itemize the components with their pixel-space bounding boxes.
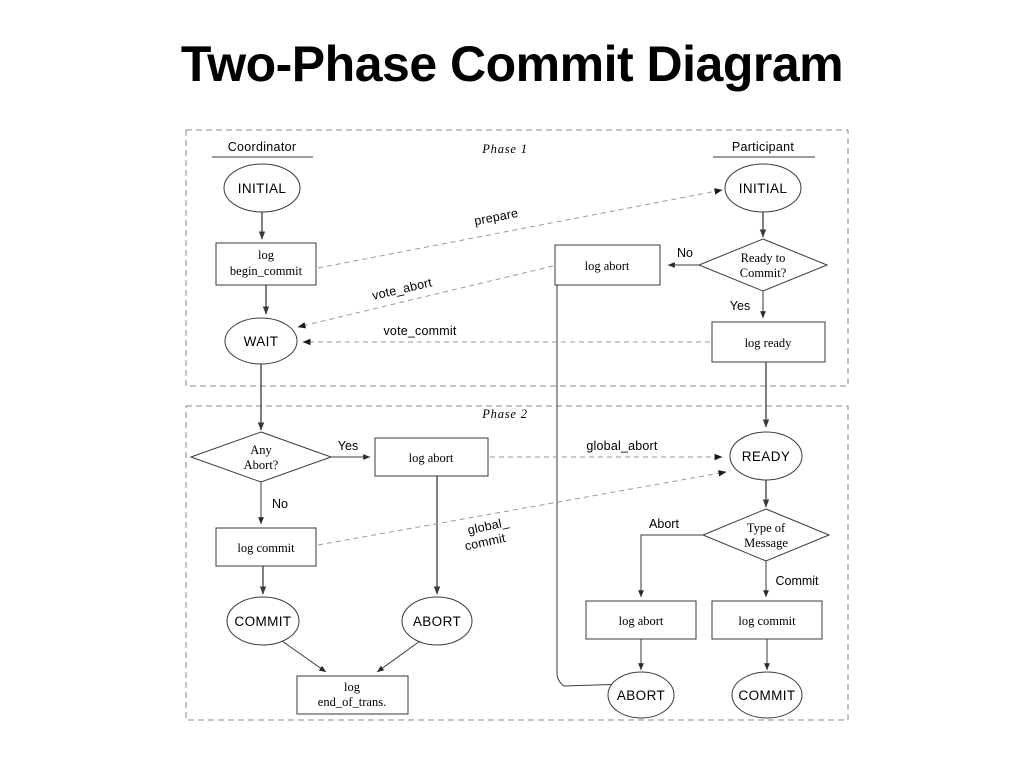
node-coordinator-log-begin-commit-line2: begin_commit [230,264,303,278]
node-coordinator-abort[interactable] [401,596,473,646]
node-coordinator-log-abort-phase2-label: log abort [409,451,454,465]
node-coordinator-commit-label: COMMIT [234,614,291,629]
edge-label-commit-branch: Commit [775,574,819,588]
swimlane-coordinator-label: Coordinator [228,140,297,154]
edge-label-global-abort: global_abort [586,439,658,453]
node-participant-type-of-message[interactable] [701,508,831,562]
edge-commit-to-log-end-of-trans [281,640,327,673]
node-participant-abort[interactable] [607,671,675,719]
node-participant-log-abort-phase1[interactable] [554,244,661,286]
node-coordinator-log-begin-commit[interactable] [215,242,317,286]
edge-abort-to-log-end-of-trans [376,640,421,673]
edge-label-yes-coordinator: Yes [338,439,358,453]
node-participant-initial-label: INITIAL [739,181,788,196]
node-coordinator-log-end-of-trans-line1: log [344,680,361,694]
edge-message-vote-abort [297,265,554,329]
edge-message-prepare [317,188,723,269]
node-participant-ready-to-commit-line2: Commit? [740,266,787,280]
edge-label-no-coordinator: No [272,497,288,511]
node-coordinator-log-abort-phase2[interactable] [374,437,489,477]
edge-label-no-participant: No [677,246,693,260]
node-coordinator-log-end-of-trans-line2: end_of_trans. [318,695,386,709]
node-participant-abort-label: ABORT [617,688,665,703]
node-coordinator-abort-label: ABORT [413,614,461,629]
phase-1-label: Phase 1 [481,142,528,156]
node-participant-ready-label: READY [742,449,791,464]
node-coordinator-any-abort-line2: Abort? [244,458,279,472]
edge-label-prepare: prepare [473,206,519,228]
node-participant-log-ready[interactable] [711,321,826,363]
node-participant-log-commit-phase2[interactable] [711,600,823,640]
node-coordinator-log-commit-phase2[interactable] [215,527,317,567]
swimlane-participant-label: Participant [732,140,795,154]
node-participant-log-commit-phase2-label: log commit [738,614,796,628]
node-coordinator-commit[interactable] [226,596,300,646]
node-coordinator-initial-label: INITIAL [238,181,287,196]
node-participant-commit[interactable] [731,671,803,719]
node-participant-log-abort-phase2[interactable] [585,600,697,640]
node-participant-log-abort-phase2-label: log abort [619,614,664,628]
edge-label-abort-branch: Abort [649,517,679,531]
node-coordinator-wait-label: WAIT [244,334,279,349]
phase-2-label: Phase 2 [481,407,528,421]
node-participant-type-of-message-line1: Type of [747,521,786,535]
node-participant-log-abort-phase1-label: log abort [585,259,630,273]
phase-2-container [185,405,849,721]
node-coordinator-log-end-of-trans[interactable] [296,675,409,715]
edge-label-yes-participant: Yes [730,299,750,313]
node-participant-ready-to-commit[interactable] [697,238,829,292]
node-participant-commit-label: COMMIT [738,688,795,703]
node-participant-log-ready-label: log ready [745,336,793,350]
node-coordinator-any-abort-line1: Any [250,443,272,457]
edge-label-vote-abort: vote_abort [371,275,434,302]
edge-label-vote-commit: vote_commit [383,324,456,338]
edge-message-global-commit [317,470,727,546]
edge-log-abort-phase1-to-abort-state [556,285,628,688]
node-participant-type-of-message-line2: Message [744,536,788,550]
phase-1-container [185,129,849,387]
edge-type-of-message-abort-to-log-abort [638,534,703,598]
page-title: Two-Phase Commit Diagram [180,36,844,92]
node-participant-ready-to-commit-line1: Ready to [741,251,786,265]
node-coordinator-log-commit-phase2-label: log commit [237,541,295,555]
node-coordinator-any-abort[interactable] [189,431,333,483]
node-coordinator-log-begin-commit-line1: log [258,248,275,262]
